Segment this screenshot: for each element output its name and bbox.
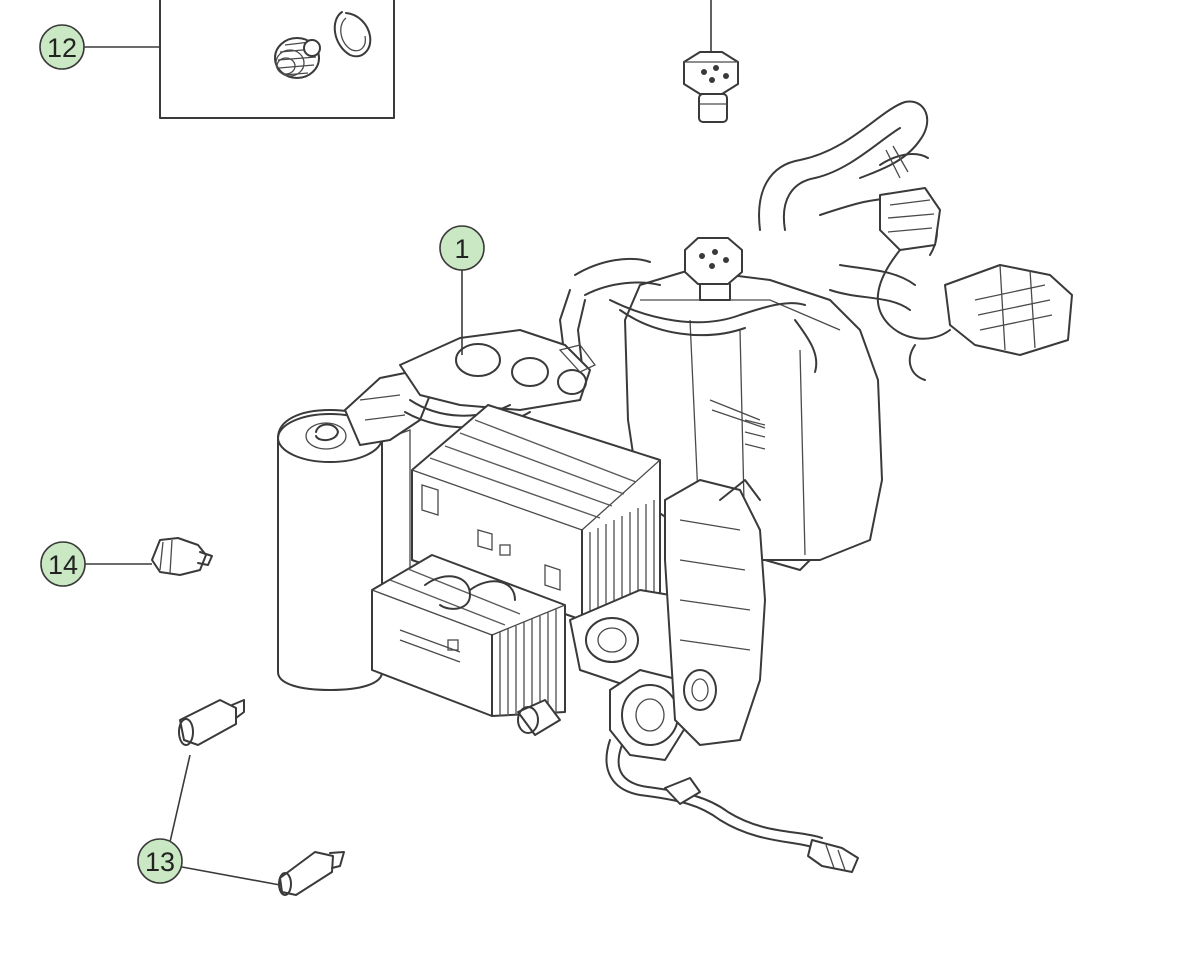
sensor-part-13-lower — [278, 851, 345, 896]
retaining-ring-part — [333, 11, 372, 58]
pressure-cap-part — [683, 51, 739, 123]
callout-13-badge — [137, 838, 183, 884]
callout-13-label: 13 — [145, 847, 175, 877]
thermal-module-assembly — [277, 100, 1073, 873]
sensor-part-13-upper — [178, 699, 245, 746]
fitting-part — [274, 37, 321, 79]
detail-inset-box — [159, 0, 395, 119]
callout-12-label: 12 — [47, 33, 77, 63]
callout-13: 13 — [137, 838, 183, 884]
temperature-sensor-part-14 — [151, 537, 213, 576]
callout-14: 14 — [40, 541, 86, 587]
callout-1-label: 1 — [454, 234, 469, 264]
callout-1-badge — [439, 225, 485, 271]
callout-14-label: 14 — [48, 550, 78, 580]
callout-12-badge — [39, 24, 85, 70]
callout-12: 12 — [39, 24, 85, 70]
callout-14-badge — [40, 541, 86, 587]
leader-line-13 — [169, 754, 281, 886]
callout-1: 1 — [439, 225, 485, 271]
